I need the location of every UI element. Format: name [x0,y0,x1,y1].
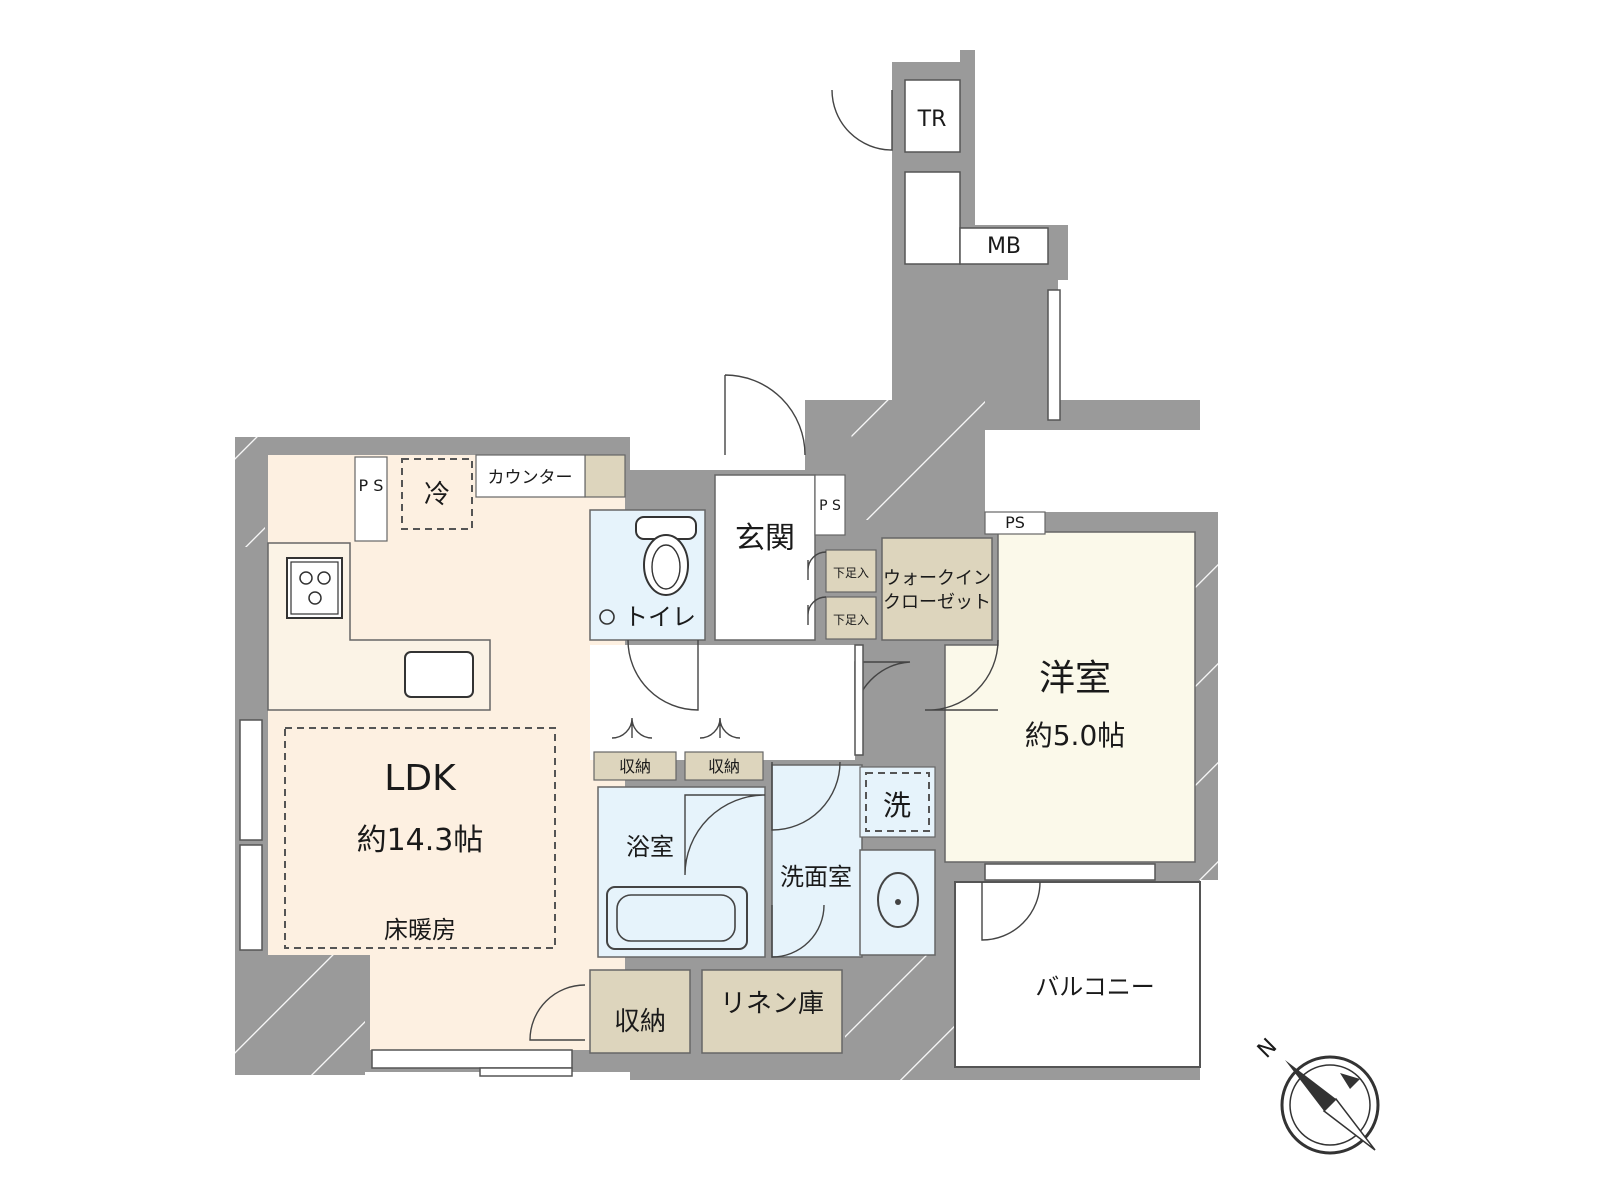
walk-in-closet-label-2: クローゼット [883,592,991,613]
ps-kitchen-label: P S [359,476,384,495]
ldk-size-label: 約14.3帖 [357,823,484,858]
linen-storage-label: リネン庫 [720,989,824,1019]
storage-small-1-label: 収納 [619,757,651,776]
refrigerator-label: 冷 [424,480,450,510]
compass-north-label: N [1253,1034,1282,1063]
toilet-fixture [599,516,697,625]
mb-label: MB [987,234,1021,259]
ldk-floor [268,455,625,1050]
windows [239,289,1156,1077]
washer-label: 洗 [883,789,911,822]
compass-needle-icon [1285,1060,1336,1111]
storage-large-label: 収納 [614,1007,666,1037]
entrance-label: 玄関 [735,521,795,556]
tr-label: TR [917,107,947,132]
western-room-size-label: 約5.0帖 [1025,719,1126,752]
western-room-label: 洋室 [1039,658,1111,699]
ldk-label: LDK [384,758,457,799]
toilet-label: トイレ [624,603,696,631]
labels: LDK 約14.3帖 床暖房 洋室 約5.0帖 玄関 トイレ 浴室 洗面室 ウォ… [357,107,1155,1037]
ps-entrance-label: P S [819,498,841,514]
storage-small-2-label: 収納 [708,757,740,776]
balcony-label: バルコニー [1035,973,1155,1001]
floor-heating-label: 床暖房 [384,916,456,944]
bathroom-label: 浴室 [626,833,674,861]
shoe-box-1-label: 下足入 [833,566,869,580]
walk-in-closet-label-1: ウォークイン [883,568,991,589]
shoe-box-2-label: 下足入 [833,613,869,627]
stove [286,557,343,619]
floor-heating-area [284,727,556,949]
washroom-floor [771,764,863,958]
kitchen-sink [404,651,474,698]
entrance-floor [714,474,816,641]
washroom-label: 洗面室 [780,863,852,891]
ps-room-label: PS [1005,513,1025,532]
doors [529,89,1041,1041]
compass: N [1253,1034,1380,1155]
balcony-floor [954,881,1201,1068]
counter-label: カウンター [488,468,573,488]
